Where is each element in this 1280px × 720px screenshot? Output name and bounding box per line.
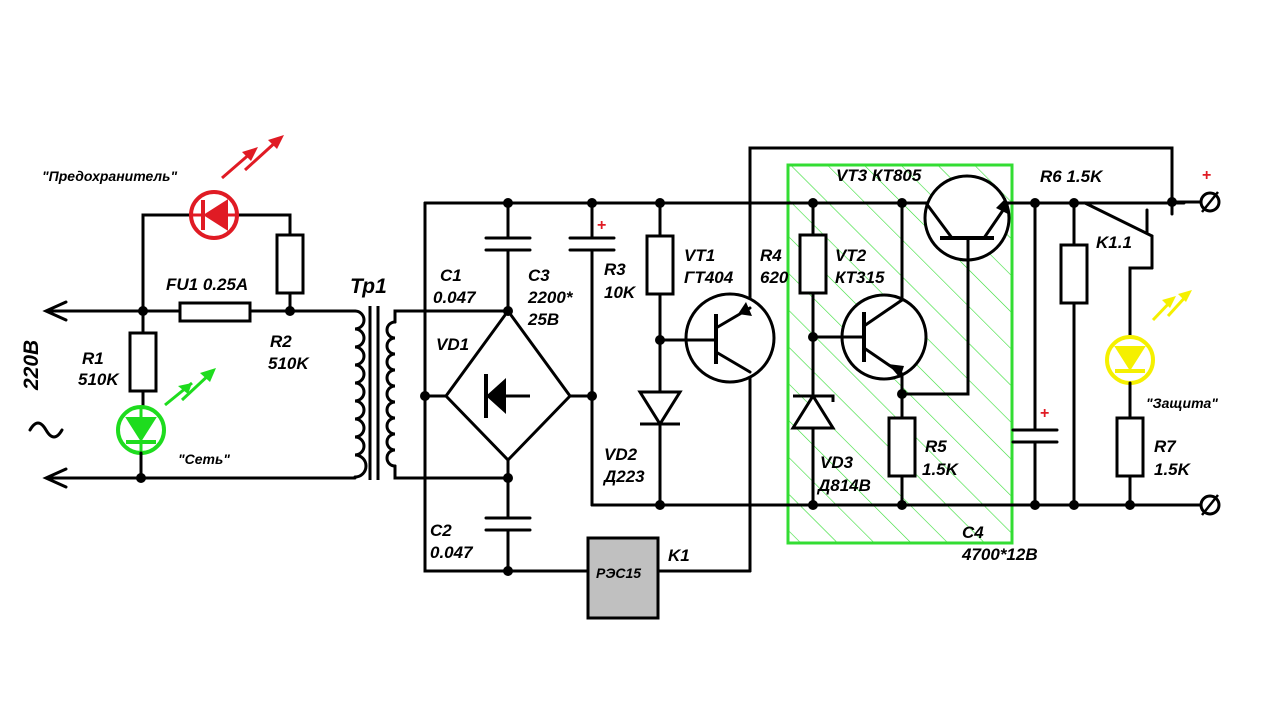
- relay-box-label: РЭС15: [596, 565, 641, 581]
- r7-name: R7: [1154, 437, 1177, 456]
- green-led-icon: [116, 368, 216, 455]
- r5-resistor: [887, 392, 917, 507]
- c1-capacitor: [484, 201, 532, 313]
- c4-value: 4700*12В: [961, 545, 1038, 564]
- c2-value: 0.047: [430, 543, 474, 562]
- vd1-diode-bridge: [423, 308, 594, 480]
- k1-label: K1: [668, 546, 690, 565]
- vt1-transistor: [658, 292, 776, 384]
- r4-value: 620: [760, 268, 789, 287]
- output-terminal-minus: [1199, 494, 1221, 516]
- c3-plus: +: [597, 217, 606, 234]
- r2-resistor: [275, 233, 305, 313]
- vd2-diode: [637, 390, 683, 507]
- r4-name: R4: [760, 246, 782, 265]
- vd3-type: Д814В: [816, 476, 871, 495]
- r1-value: 510K: [78, 370, 120, 389]
- k1-1-label: K1.1: [1096, 233, 1132, 252]
- r7-resistor: [1115, 416, 1145, 507]
- output-plus-sign: +: [1202, 167, 1211, 184]
- c3-name: C3: [528, 266, 550, 285]
- r7-value: 1.5K: [1154, 460, 1192, 479]
- vt1-type: ГТ404: [684, 268, 734, 287]
- vt2-name: VT2: [835, 246, 867, 265]
- vd2-name: VD2: [604, 445, 638, 464]
- r3-value: 10K: [604, 283, 637, 302]
- left-rail: [423, 201, 510, 573]
- relay-k1: [506, 146, 1174, 620]
- yellow-led-icon: [1105, 290, 1192, 385]
- k1-1-contact: [1083, 198, 1174, 340]
- tr1-label: Тр1: [350, 275, 387, 298]
- vt2-emitter-wire: [900, 260, 970, 396]
- mains-voltage-label: 220В: [20, 340, 43, 391]
- c4-name: C4: [962, 523, 984, 542]
- vd2-type: Д223: [602, 467, 645, 486]
- protect-lamp-label: "Защита": [1146, 395, 1218, 411]
- r2-name: R2: [270, 332, 292, 351]
- red-led-icon: [189, 135, 284, 240]
- c1-value: 0.047: [433, 288, 477, 307]
- vt2-transistor: [811, 201, 928, 381]
- net-lamp-label: "Сеть": [178, 451, 230, 467]
- r6-label: R6 1.5K: [1040, 167, 1104, 186]
- c3-voltage: 25В: [527, 310, 559, 329]
- vd3-zener: [790, 393, 836, 507]
- c2-name: C2: [430, 521, 452, 540]
- r4-resistor: [798, 201, 828, 398]
- fuse-indicator-branch: [141, 213, 292, 313]
- r3-resistor: [645, 201, 675, 394]
- vt3-transistor: [923, 174, 1011, 264]
- vt2-type: КТ315: [835, 268, 885, 287]
- vd1-label: VD1: [436, 335, 469, 354]
- c4-capacitor: [1011, 201, 1059, 507]
- fu1-label: FU1 0.25A: [166, 275, 248, 294]
- fu1-fuse: [178, 301, 252, 323]
- r6-resistor: [1059, 201, 1089, 507]
- c3-value: 2200*: [527, 288, 574, 307]
- c4-plus: +: [1040, 405, 1049, 422]
- r1-resistor: [128, 309, 158, 409]
- vt3-label: VT3 КТ805: [836, 166, 922, 185]
- transformer-tr1: [353, 306, 510, 480]
- junction-dots: [420, 197, 1177, 576]
- c1-name: C1: [440, 266, 462, 285]
- vd3-name: VD3: [820, 453, 854, 472]
- r2-value: 510K: [268, 354, 310, 373]
- output-terminal-plus: [1170, 191, 1221, 213]
- c3-capacitor: [568, 201, 616, 507]
- r5-value: 1.5K: [922, 460, 960, 479]
- r5-name: R5: [925, 437, 947, 456]
- r1-name: R1: [82, 349, 104, 368]
- vt1-name: VT1: [684, 246, 715, 265]
- c2-capacitor: [484, 476, 532, 573]
- r3-name: R3: [604, 260, 626, 279]
- fuse-lamp-label: "Предохранитель": [42, 168, 177, 184]
